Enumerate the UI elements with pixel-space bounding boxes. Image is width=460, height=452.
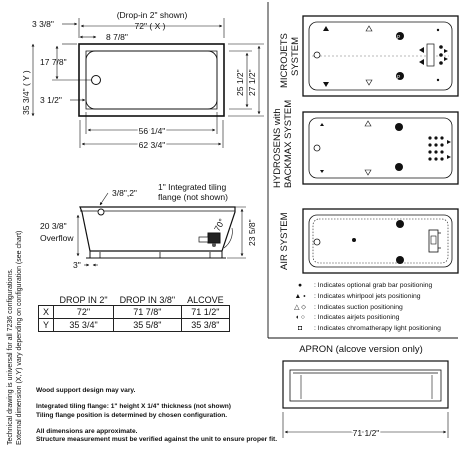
svg-text:P: P [397, 35, 401, 41]
dim-25-12: 25 1/2" [235, 69, 245, 96]
table-header: DROP IN 2" [59, 295, 108, 305]
dim-27-12: 27 1/2" [247, 69, 257, 96]
dim-top-note: (Drop-in 2" shown) [117, 10, 188, 20]
table-row: X 72" 71 7/8" 71 1/2" [37, 305, 231, 319]
dimension-table: DROP IN 2" DROP IN 3/8" ALCOVE X 72" 71 … [37, 295, 231, 332]
legend-item: ◘: Indicates chromatherapy light positio… [286, 324, 441, 335]
legend-item: ▲ ⬩: Indicates whirlpool jets positionin… [286, 292, 441, 303]
table-cell: 71 1/2" [180, 305, 231, 319]
legend-item: ◖ ○: Indicates airjets positioning [286, 313, 441, 324]
suction-icon: △ ⬦ [294, 303, 306, 311]
overflow-icon [97, 208, 105, 216]
tiling-flange-label: 1" Integrated tiling flange (not shown) [158, 182, 229, 202]
chromatherapy-icon: ◘ [297, 325, 303, 333]
airjet-icon: ◖ ○ [294, 314, 306, 322]
table-cell: 71 7/8" [113, 305, 182, 319]
dim-20-38: 20 3/8" [40, 221, 67, 231]
systems-panel: MICROJETS SYSTEM P P HYDROSENS with BACK… [267, 2, 459, 339]
notes: Wood support design may vary. Integrated… [36, 387, 356, 444]
dim-3-12: 3 1/2" [40, 95, 62, 105]
table-header: DROP IN 3/8" [119, 295, 176, 305]
table-header-row: DROP IN 2" DROP IN 3/8" ALCOVE [39, 295, 230, 306]
legend-item: △ ⬦: Indicates suction positioning [286, 303, 441, 314]
dim-72x: 72" ( X ) [135, 21, 166, 31]
overflow-label: Overflow [40, 233, 74, 243]
grab-bar-icon: ● [297, 282, 303, 289]
dim-38-2: 3/8",2" [112, 188, 137, 198]
pump-icon [207, 232, 221, 244]
table-cell: 35 5/8" [113, 318, 182, 332]
dim-17-78: 17 7/8" [40, 57, 67, 67]
note-line: All dimensions are approximate. [36, 428, 138, 436]
table-cell: 72" [53, 305, 115, 319]
dim-56-14: 56 1/4" [139, 126, 166, 136]
row-label: Y [37, 318, 55, 332]
apron-title: APRON (alcove version only) [299, 344, 423, 355]
note-line: Wood support design may vary. [36, 387, 136, 394]
side-note-line2: External dimension (X,Y) vary depending … [16, 231, 23, 445]
legend: ●: Indicates optional grab bar positioni… [286, 281, 441, 335]
tub-outline [78, 43, 225, 117]
hydrosens-label: HYDROSENS with BACKMAX SYSTEM [272, 100, 294, 188]
table-header: ALCOVE [187, 295, 224, 305]
dim-8-78: 8 7/8" [106, 32, 128, 42]
row-label: X [37, 305, 55, 319]
table-row: Y 35 3/4" 35 5/8" 35 3/8" [37, 318, 231, 332]
dim-3: 3" [73, 260, 81, 270]
svg-text:P: P [397, 75, 401, 81]
apron-view: APRON (alcove version only) 71 1/2" [282, 344, 449, 440]
dim-35-34: 35 3/4" ( Y ) [21, 70, 31, 115]
note-line [36, 395, 356, 403]
note-line: Structure measurement must be verified a… [36, 436, 278, 444]
note-line: Integrated tiling flange: 1" height X 1/… [36, 403, 231, 411]
drain-icon [91, 75, 101, 85]
apron-dim: 71 1/2" [353, 428, 380, 438]
microjets-label: MICROJETS SYSTEM [279, 30, 301, 88]
table-cell: 35 3/8" [180, 318, 231, 332]
note-line [36, 420, 356, 428]
dim-23-58: 23 5/8" [247, 219, 257, 246]
table-cell: 35 3/4" [53, 318, 115, 332]
air-system-label: AIR SYSTEM [279, 212, 290, 270]
hydrosens-tub [302, 111, 459, 185]
legend-item: ●: Indicates optional grab bar positioni… [286, 281, 441, 292]
dim-62-34: 62 3/4" [139, 140, 166, 150]
whirlpool-jet-icon: ▲ ⬩ [294, 292, 306, 300]
side-note-line1: Technical drawing is universal for all 7… [7, 268, 14, 445]
grab-bar-icon [396, 32, 404, 40]
plan-view: (Drop-in 2" shown) 72" ( X ) 3 3/8" 8 7/… [21, 10, 264, 152]
dim-3-38: 3 3/8" [32, 19, 54, 29]
side-view: 3/8",2" 1" Integrated tiling flange (not… [40, 182, 257, 270]
note-line: Tiling flange position is determined by … [36, 411, 228, 419]
